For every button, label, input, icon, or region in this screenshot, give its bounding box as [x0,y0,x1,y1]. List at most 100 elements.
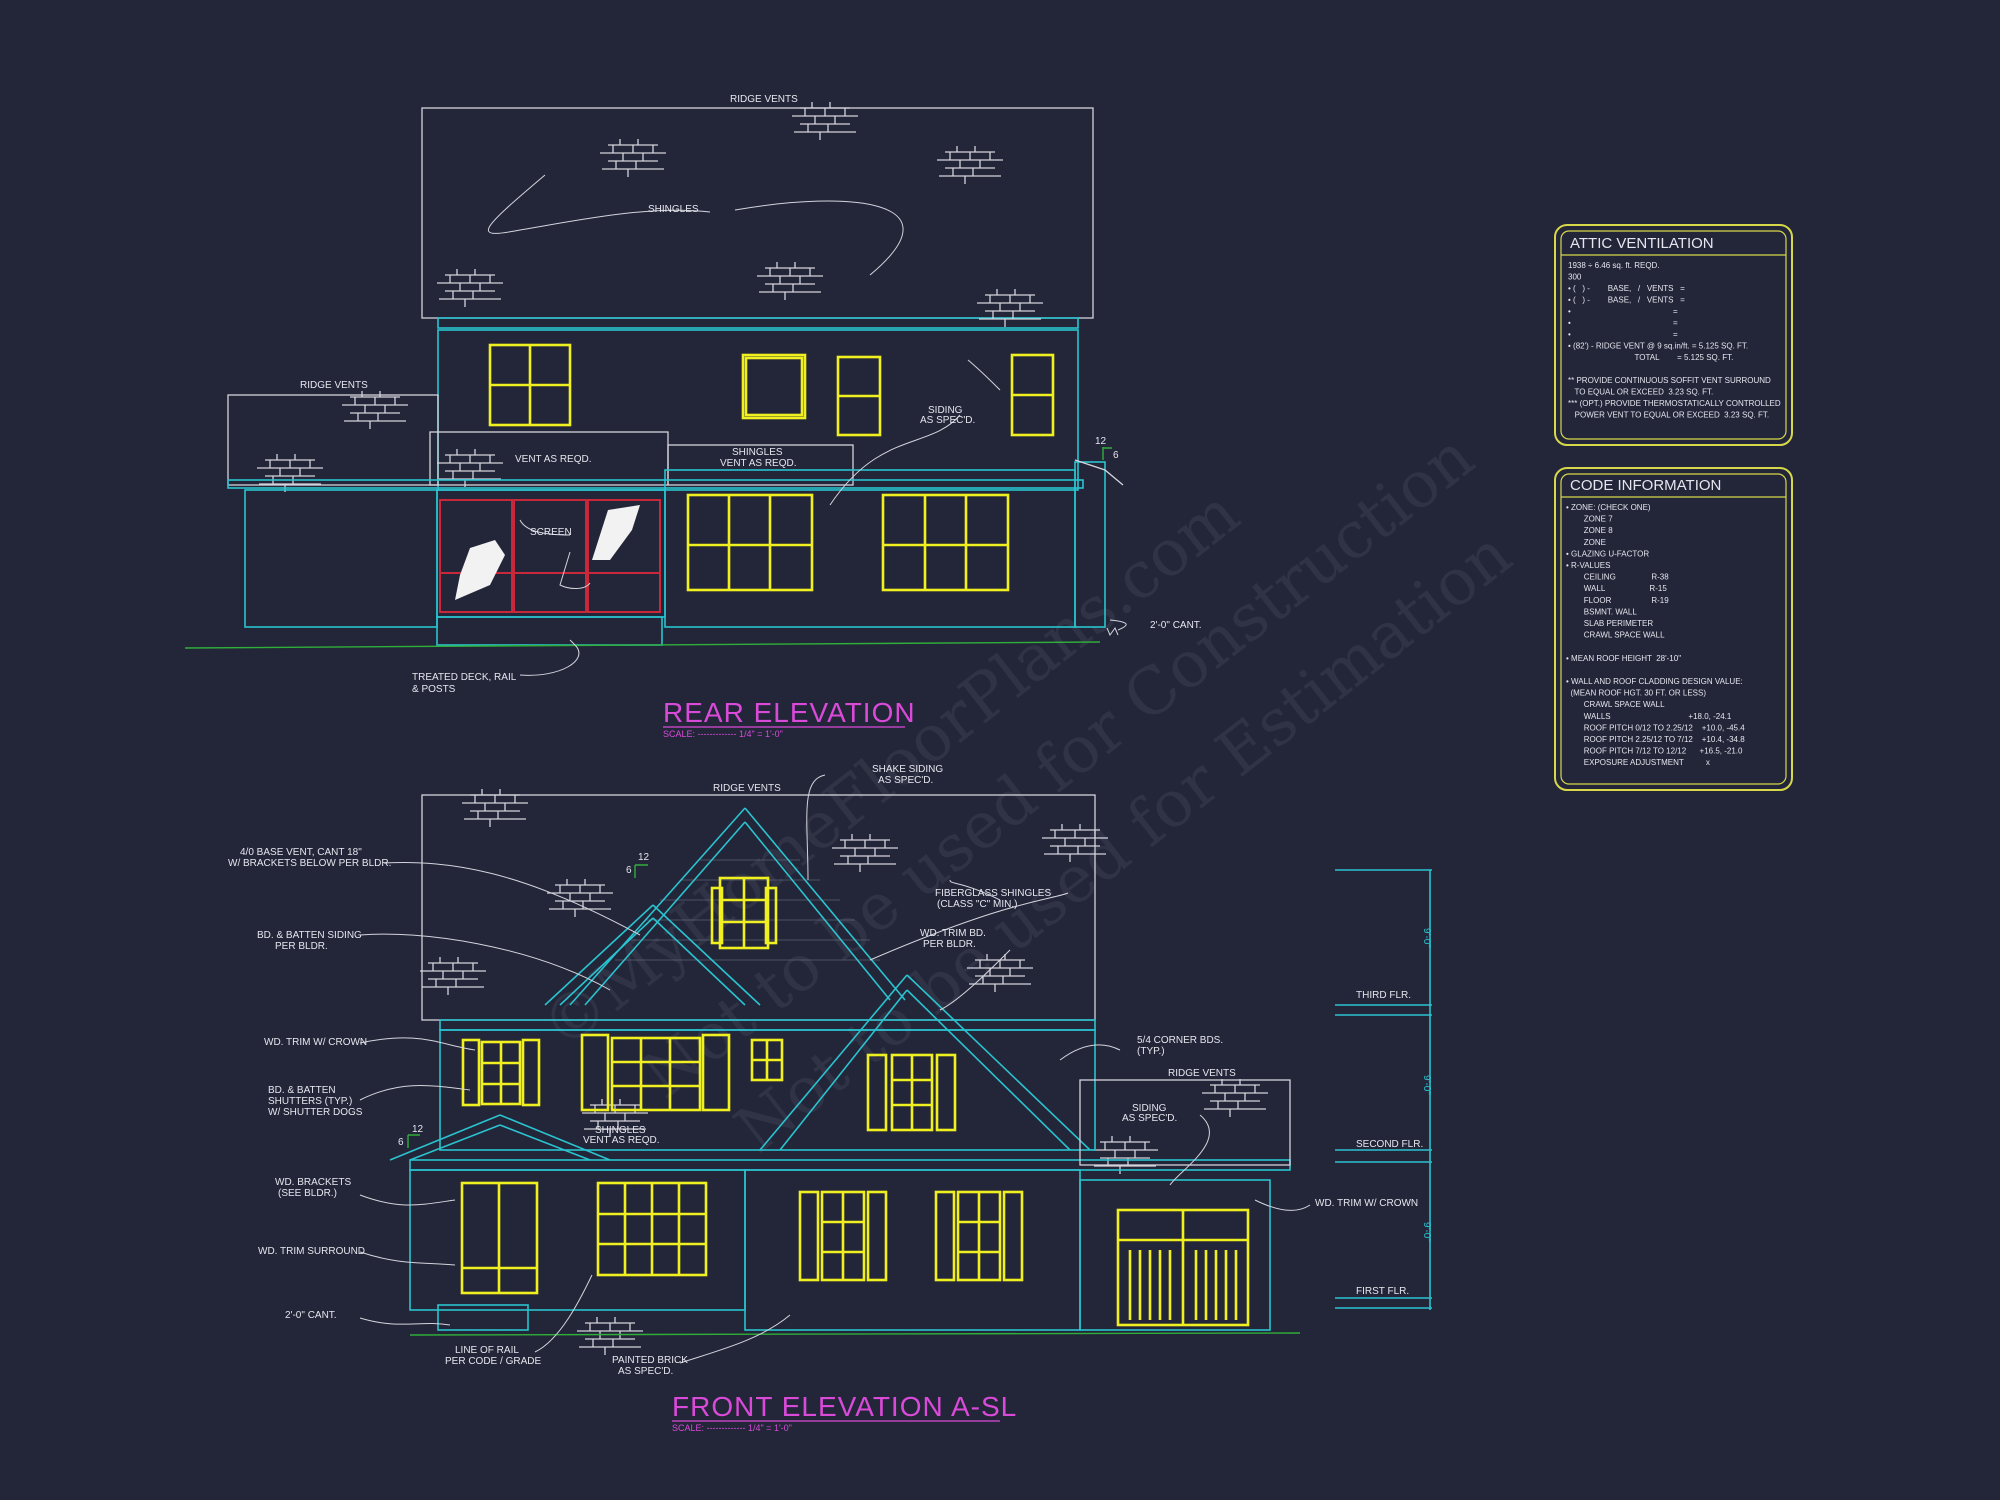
rear-elevation-title: REAR ELEVATION [663,697,916,728]
garage-door [1116,1208,1250,1327]
dimension-label: 9'-0" [1421,1222,1432,1242]
pitch-label: 12 [638,852,650,863]
rear-screen-label: SCREEN [530,527,572,538]
brick-label: PAINTED BRICK [612,1355,688,1366]
attic-line: 300 [1568,273,1582,282]
screen-hatch [455,540,505,600]
code-line: ZONE [1566,538,1606,547]
corner-bds-label: (TYP.) [1137,1046,1165,1057]
batten-siding-label: PER BLDR. [275,941,328,952]
attic-ventilation-title: ATTIC VENTILATION [1570,235,1714,252]
rear-elevation-drawing [184,101,1127,676]
code-line: ROOF PITCH 7/12 TO 12/12 +16.5, -21.0 [1566,747,1743,756]
attic-line: ** PROVIDE CONTINUOUS SOFFIT VENT SURROU… [1568,376,1771,385]
rear-vent-label: VENT AS REQD. [515,454,592,465]
code-line: ROOF PITCH 0/12 TO 2.25/12 +10.0, -45.4 [1566,723,1745,732]
front-shingles-vent-label: SHINGLES [595,1125,646,1136]
rear-left-ridge-vents-label: RIDGE VENTS [300,380,368,391]
attic-line: TO EQUAL OR EXCEED 3.23 SQ. FT. [1568,388,1713,397]
code-line: • R-VALUES [1566,561,1610,570]
pitch-label: 6 [398,1137,404,1148]
code-line: (MEAN ROOF HGT. 30 FT. OR LESS) [1566,689,1706,698]
rear-cant-label: 2'-0" CANT. [1150,620,1202,631]
base-vent-label: W/ BRACKETS BELOW PER BLDR. [228,858,391,869]
rear-ridge-vents-label: RIDGE VENTS [730,94,798,105]
leader-lines [359,774,1311,1364]
attic-line: 1938 ÷ 6.46 sq. ft. REQD. [1568,261,1660,270]
attic-line: • = [1568,307,1678,316]
shutters-label: W/ SHUTTER DOGS [268,1107,363,1118]
front-siding-label: AS SPEC'D. [1122,1113,1177,1124]
code-line: ZONE 7 [1566,515,1613,524]
attic-line: POWER VENT TO EQUAL OR EXCEED 3.23 SQ. F… [1568,411,1769,420]
rear-lower-windows [686,493,1010,592]
code-line: ROOF PITCH 2.25/12 TO 7/12 +10.4, -34.8 [1566,735,1745,744]
dimension-label: 9'-0" [1421,1075,1432,1095]
code-line: WALLS +18.0, -24.1 [1566,712,1732,721]
code-line: WALL R-15 [1566,584,1667,593]
front-second-floor-windows [461,1033,957,1132]
trim-crown-left-label: WD. TRIM W/ CROWN [264,1037,367,1048]
watermark-line: Not to be used for Construction [629,420,1488,1113]
attic-line: • = [1568,319,1678,328]
shutters-label: SHUTTERS (TYP.) [268,1096,352,1107]
rear-elevation-labels: RIDGE VENTS SHINGLES RIDGE VENTS VENT AS… [300,94,1202,739]
fiberglass-shingles-label: (CLASS "C" MIN.) [937,899,1017,910]
first-floor-label: FIRST FLR. [1356,1286,1409,1297]
front-elevation-drawing [359,774,1432,1364]
front-siding-label: SIDING [1132,1103,1167,1114]
attic-line: • (82') - RIDGE VENT @ 9 sq.in/ft. = 5.1… [1568,342,1748,351]
garage-ridge-vents-label: RIDGE VENTS [1168,1068,1236,1079]
code-line: FLOOR R-19 [1566,596,1669,605]
code-line: BSMNT. WALL [1566,607,1637,616]
brick-label: AS SPEC'D. [618,1366,673,1377]
code-line: SLAB PERIMETER [1566,619,1653,628]
second-floor-label: SECOND FLR. [1356,1139,1423,1150]
front-elevation-labels: RIDGE VENTS SHAKE SIDING AS SPEC'D. 4/0 … [228,764,1432,1433]
pitch-label: 12 [412,1124,424,1135]
front-ridge-vents-label: RIDGE VENTS [713,783,781,794]
rear-deck-label: TREATED DECK, RAIL [412,672,517,683]
dimension-label: 9'-0" [1421,928,1432,948]
brackets-label: WD. BRACKETS [275,1177,351,1188]
code-information-lines: • ZONE: (CHECK ONE) ZONE 7 ZONE 8 ZONE• … [1566,503,1745,767]
rear-pitch-label: 6 [1113,450,1119,461]
code-line: CRAWL SPACE WALL [1566,700,1665,709]
garage-roof [1079,1079,1291,1166]
front-second-floor-wall [439,1029,1096,1151]
code-line: • WALL AND ROOF CLADDING DESIGN VALUE: [1566,677,1743,686]
code-information-title: CODE INFORMATION [1570,477,1721,494]
shake-siding-label: SHAKE SIDING [872,764,943,775]
trim-bd-label: PER BLDR. [923,939,976,950]
rear-siding-label: AS SPEC'D. [920,415,975,426]
rear-shingles-label: SHINGLES [648,204,699,215]
front-shingles-vent-label: VENT AS REQD. [583,1135,660,1146]
rear-main-roof [421,107,1094,319]
rail-label: PER CODE / GRADE [445,1356,541,1367]
attic-line: • ( ) - BASE, / VENTS = [1568,284,1685,293]
front-first-floor-windows [460,1181,1024,1295]
code-line: EXPOSURE ADJUSTMENT x [1566,758,1710,767]
base-vent-label: 4/0 BASE VENT, CANT 18" [240,847,362,858]
attic-line: TOTAL = 5.125 SQ. FT. [1568,353,1733,362]
batten-siding-label: BD. & BATTEN SIDING [257,930,362,941]
rear-deck-label: & POSTS [412,684,456,695]
trim-bd-label: WD. TRIM BD. [920,928,986,939]
corner-bds-label: 5/4 CORNER BDS. [1137,1035,1223,1046]
third-floor-label: THIRD FLR. [1356,990,1411,1001]
rear-shingles-vent-label: SHINGLES [732,447,783,458]
rear-left-wing-roof [227,394,439,486]
code-information-box: CODE INFORMATION • ZONE: (CHECK ONE) ZON… [1554,467,1793,791]
pitch-label: 6 [626,865,632,876]
front-elevation-scale: SCALE: ------------- 1/4" = 1'-0" [672,1423,792,1433]
trim-crown-right-label: WD. TRIM W/ CROWN [1315,1198,1418,1209]
rail-label: LINE OF RAIL [455,1345,519,1356]
rear-upper-windows [488,343,1055,437]
code-line: • GLAZING U-FACTOR [1566,549,1649,558]
code-line: CRAWL SPACE WALL [1566,631,1665,640]
rear-elevation-scale: SCALE: ------------- 1/4" = 1'-0" [663,729,783,739]
attic-line: *** (OPT.) PROVIDE THERMOSTATICALLY CONT… [1568,399,1781,408]
attic-line: • = [1568,330,1678,339]
attic-ventilation-lines: 1938 ÷ 6.46 sq. ft. REQD. 300 • ( ) - BASE… [1568,261,1781,420]
